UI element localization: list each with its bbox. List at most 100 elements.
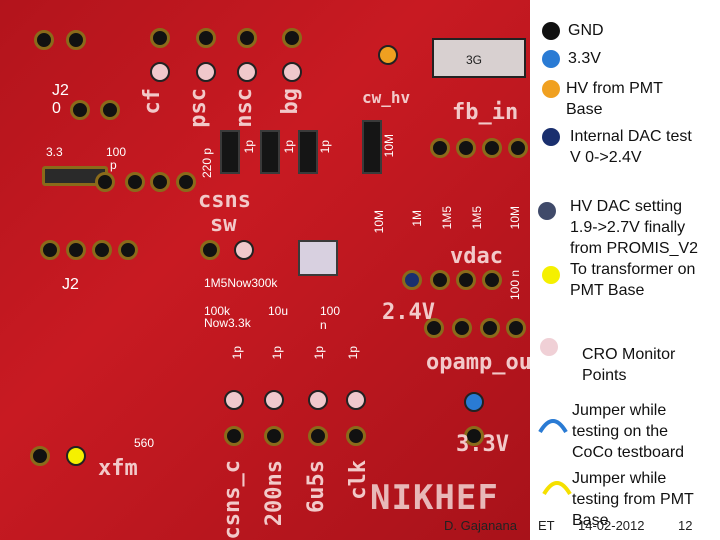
jumper-pin xyxy=(456,138,476,158)
header-pin xyxy=(264,426,284,446)
silk-sw: sw xyxy=(210,212,237,237)
silk-psc: psc xyxy=(186,88,211,128)
jumper-pin xyxy=(92,240,112,260)
silk-xfm: xfm xyxy=(98,456,138,481)
jumper-pin xyxy=(424,318,444,338)
jumper-pin xyxy=(40,240,60,260)
label-j2-mid: J2 xyxy=(62,276,79,293)
header-pin xyxy=(308,426,328,446)
silk-200ns: 200ns xyxy=(262,460,287,527)
resistor xyxy=(298,130,318,174)
jumper-pin xyxy=(508,138,528,158)
label-3g: 3G xyxy=(466,53,483,67)
label-100n: 100 n xyxy=(508,270,522,301)
cro-monitor-point xyxy=(282,62,302,82)
label-1m: 1M xyxy=(410,210,424,227)
silk-opamp-out: opamp_out xyxy=(426,350,530,375)
legend-yellow-jumper-text: Jumper while testing from PMT Base xyxy=(572,470,694,529)
label-1m5b: 1M5 xyxy=(470,206,484,230)
header-pin xyxy=(66,30,86,50)
jumper-pin xyxy=(118,240,138,260)
label-1p-d4: 1p xyxy=(346,346,360,360)
jumper-pin xyxy=(100,100,120,120)
silk-nsc: nsc xyxy=(232,88,257,128)
legend-hvdac-text: HV DAC setting 1.9->2.7V finally from PR… xyxy=(570,198,699,299)
resistor xyxy=(220,130,240,174)
label-100p: 100 xyxy=(106,145,127,159)
resistor xyxy=(362,120,382,174)
legend-cro-text: CRO Monitor Points xyxy=(582,346,676,384)
silk-clk: clk xyxy=(346,460,371,500)
label-1m5now300k: 1M5Now300k xyxy=(204,276,278,290)
label-10m-top: 10M xyxy=(382,134,396,158)
label-1p-d1: 1p xyxy=(230,346,244,360)
header-pin xyxy=(150,28,170,48)
jumper-pin xyxy=(480,318,500,338)
label-1p-b: 1p xyxy=(282,140,296,154)
header-pin xyxy=(224,426,244,446)
header-pin xyxy=(482,270,502,290)
legend-blue-jumper-text: Jumper while testing on the CoCo testboa… xyxy=(572,402,685,461)
silk-csns-c: csns_c xyxy=(220,460,245,540)
jumper-pin xyxy=(150,172,170,192)
label-10u: 10u xyxy=(268,304,289,318)
legend-hv-dot xyxy=(542,80,560,98)
header-pin xyxy=(346,426,366,446)
jumper-pin xyxy=(452,318,472,338)
label-1p-d2: 1p xyxy=(270,346,284,360)
jumper-pin xyxy=(176,172,196,192)
hv-pin xyxy=(378,45,398,65)
jumper-pin xyxy=(70,100,90,120)
header-pin xyxy=(34,30,54,50)
cro-monitor-point xyxy=(237,62,257,82)
header-pin xyxy=(464,426,484,446)
dac-pin xyxy=(402,270,422,290)
cro-monitor-point xyxy=(264,390,284,410)
yellow-pin xyxy=(66,446,86,466)
header-pin xyxy=(196,28,216,48)
jumper-pin xyxy=(506,318,526,338)
legend-dac-text: Internal DAC test V 0->2.4V xyxy=(570,128,692,166)
legend-3v3-dot xyxy=(542,50,560,68)
label-10m-b: 10M xyxy=(508,206,522,230)
legend-3v3-text: 3.3V xyxy=(568,50,601,67)
label-100n-b-sub: n xyxy=(320,318,327,332)
cro-monitor-point xyxy=(346,390,366,410)
label-j2-top: J2 xyxy=(52,82,69,99)
smd-component-3g xyxy=(432,38,526,78)
footer-et: ET xyxy=(538,518,555,533)
cro-monitor-point xyxy=(234,240,254,260)
label-10m-a: 10M xyxy=(372,210,386,234)
silk-6u5s: 6u5s xyxy=(304,460,329,513)
silk-csns: csns xyxy=(198,188,251,213)
silk-vdac: vdac xyxy=(450,244,503,269)
header-pin xyxy=(456,270,476,290)
legend-blue-jumper-icon xyxy=(538,419,568,434)
footer-author: D. Gajanana xyxy=(444,518,517,533)
silk-bg: bg xyxy=(278,88,303,115)
3v3-pin xyxy=(464,392,484,412)
cro-monitor-point xyxy=(196,62,216,82)
legend-yellow-dot xyxy=(542,266,560,284)
silk-cf: cf xyxy=(140,88,165,115)
header-pin xyxy=(282,28,302,48)
jumper-pin xyxy=(125,172,145,192)
jumper-pin xyxy=(482,138,502,158)
legend-gnd-text: GND xyxy=(568,22,604,39)
jumper-pin xyxy=(66,240,86,260)
footer-page: 12 xyxy=(678,518,693,533)
label-560: 560 xyxy=(134,436,155,450)
chip xyxy=(298,240,338,276)
label-now33k: Now3.3k xyxy=(204,316,251,330)
label-220p: 220 p xyxy=(200,148,214,179)
jumper-pin xyxy=(430,138,450,158)
legend-hvdac-dot xyxy=(538,202,556,220)
legend-gnd-dot xyxy=(542,22,560,40)
label-1p-c: 1p xyxy=(318,140,332,154)
label-1p-a: 1p xyxy=(242,140,256,154)
label-1p-d3: 1p xyxy=(312,346,326,360)
cro-monitor-point xyxy=(150,62,170,82)
header-pin xyxy=(30,446,50,466)
header-pin xyxy=(430,270,450,290)
label-100p-sub: p xyxy=(110,158,117,172)
